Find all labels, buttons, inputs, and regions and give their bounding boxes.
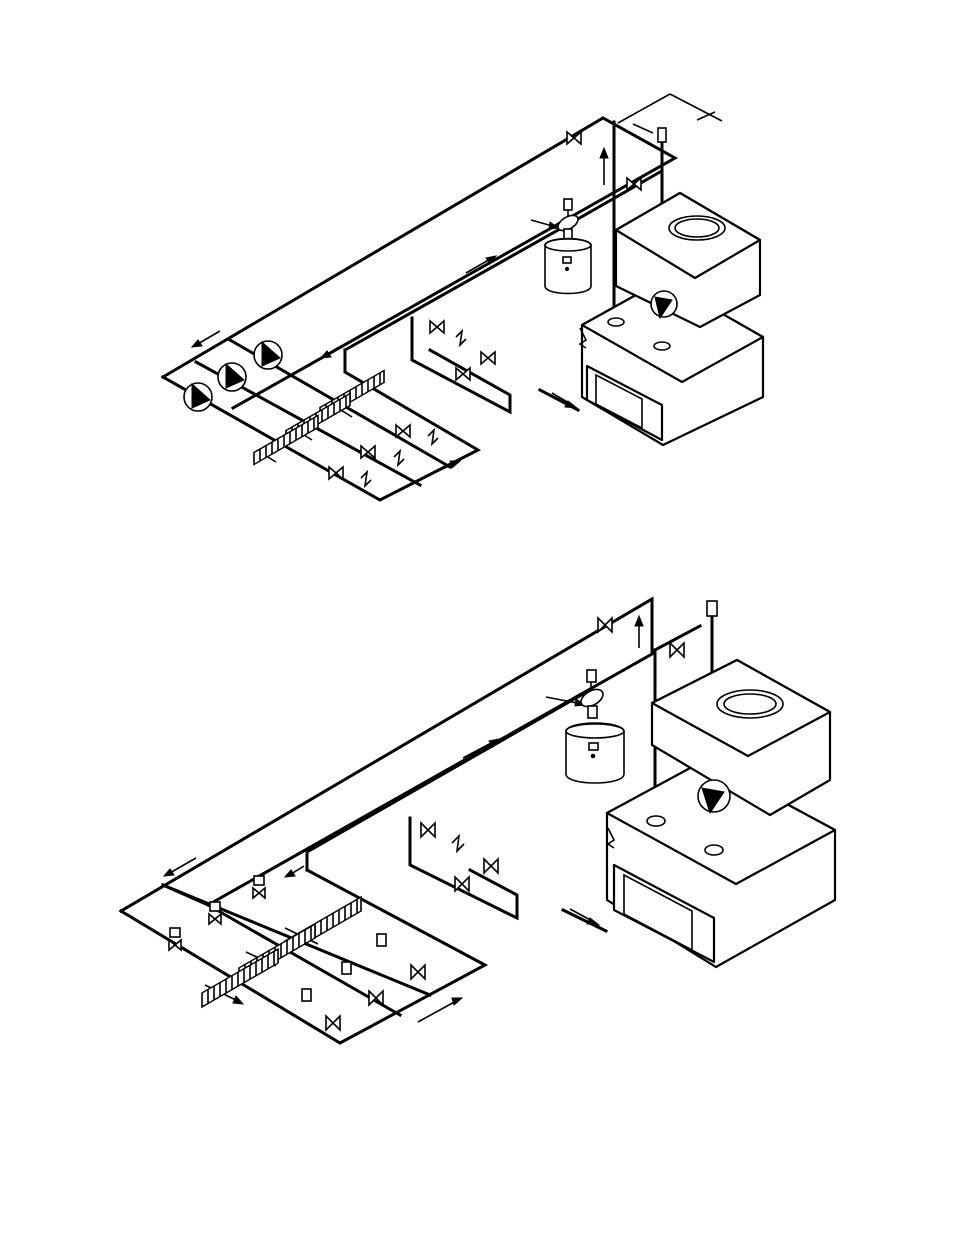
valve-icon	[421, 823, 435, 837]
bottom-expansion-tank	[546, 670, 624, 783]
bottom-chiller-unit	[607, 601, 835, 967]
top-expansion-tank	[531, 199, 591, 294]
valve-icon	[455, 877, 469, 891]
valve-icon	[430, 321, 444, 333]
bottom-flow-arrows	[164, 616, 643, 1022]
valve-icon	[326, 1016, 340, 1030]
top-header-pipes	[163, 118, 675, 500]
control-valve-icon	[253, 876, 265, 898]
top-valves	[329, 132, 641, 486]
bottom-diagram	[121, 599, 835, 1043]
top-diagram	[163, 94, 763, 500]
valve-icon	[598, 618, 612, 632]
valve-icon	[481, 352, 495, 364]
valve-icon	[484, 859, 498, 873]
valve-icon	[329, 467, 343, 479]
valve-icon	[670, 643, 684, 657]
pump-icon	[218, 363, 246, 391]
pump-icon	[184, 383, 212, 411]
pump-icon	[254, 341, 282, 369]
valve-icon	[396, 425, 410, 437]
dimension-lines	[618, 94, 722, 133]
coil-icon	[254, 416, 318, 465]
check-valve-icon	[452, 836, 464, 851]
control-valve-icon	[169, 928, 181, 950]
top-chiller-unit	[580, 128, 763, 445]
valve-icon	[411, 965, 425, 979]
